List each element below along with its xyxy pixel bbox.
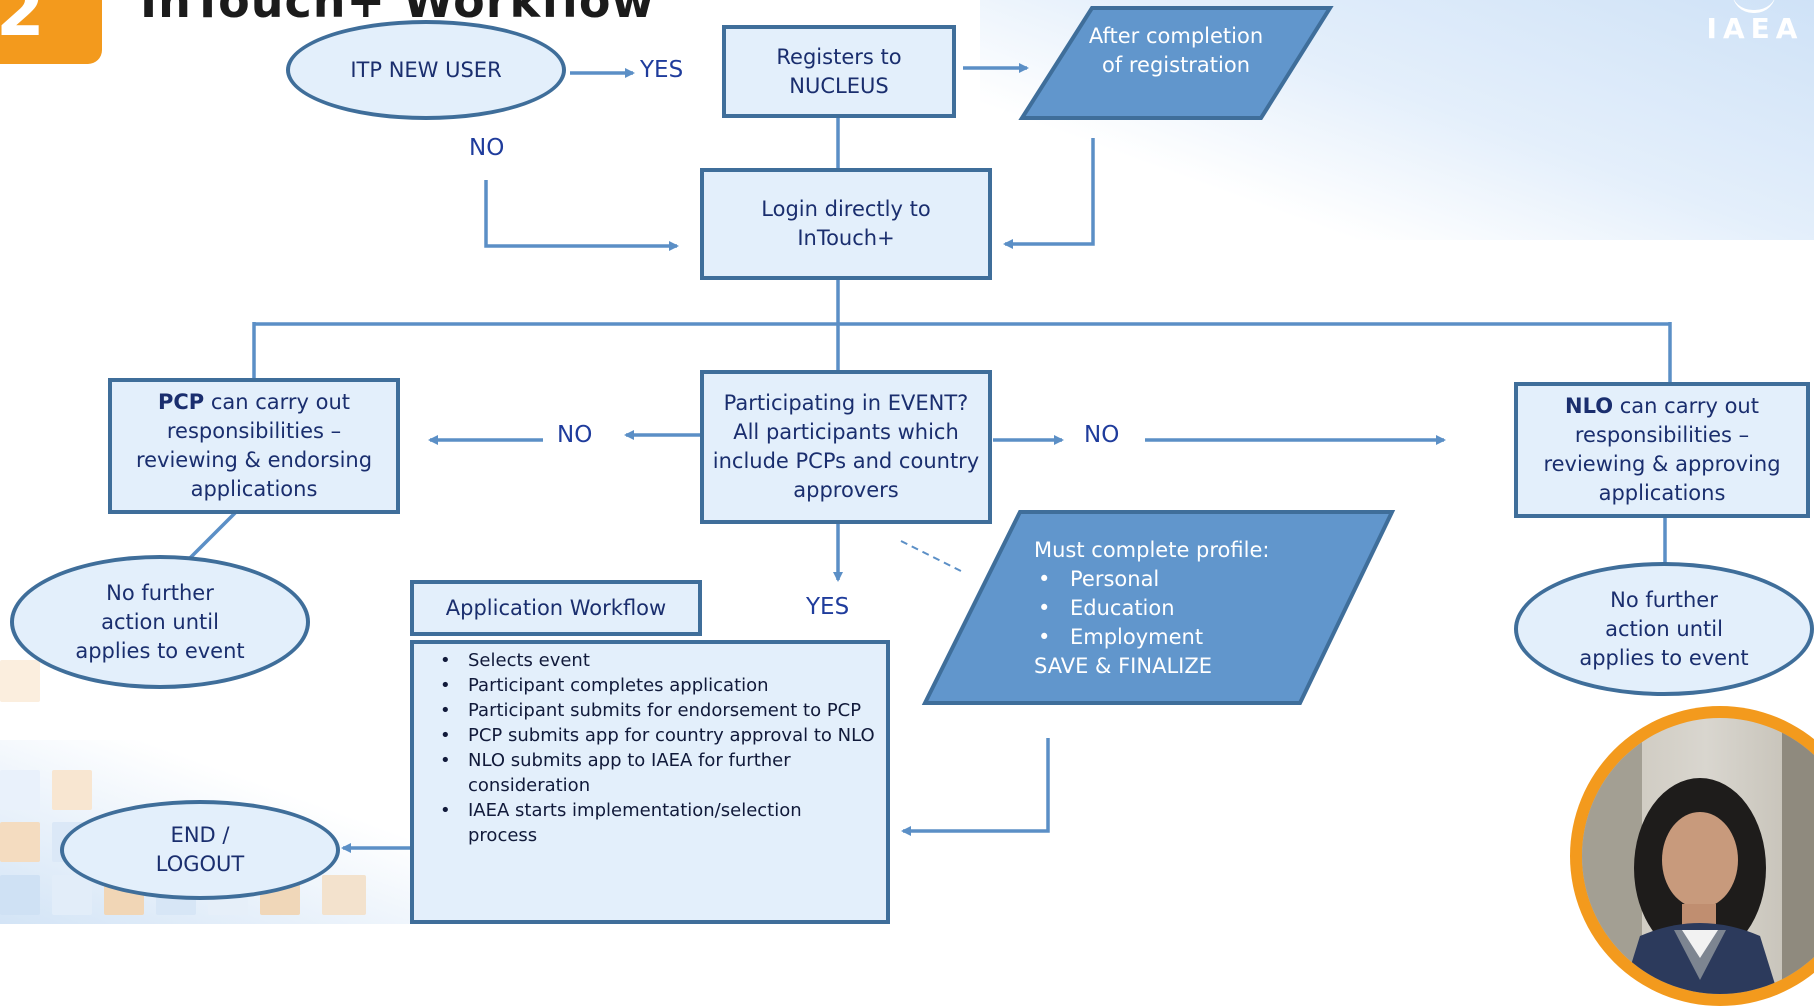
end-logout-label: END / LOGOUT [155, 823, 245, 876]
itp-new-user-node: ITP NEW USER [286, 20, 566, 120]
deco-tile [0, 770, 40, 810]
deco-tile [0, 822, 40, 862]
workflow-step-list: Selects event Participant completes appl… [428, 648, 876, 848]
section-number: 2 [0, 0, 45, 52]
profile-items: Personal Education Employment [1034, 565, 1314, 652]
line-dashed-profile [900, 540, 964, 573]
deco-tile [52, 875, 92, 915]
no-action-right-node: No further action until applies to event [1514, 562, 1814, 696]
no-label-left: NO [557, 422, 593, 448]
itp-new-user-label: ITP NEW USER [350, 57, 502, 82]
iaea-logo-icon [1732, 0, 1776, 13]
profile-text: Must complete profile: Personal Educatio… [1034, 536, 1314, 681]
no-action-left-label: No further action until applies to event [75, 580, 245, 663]
profile-item: Personal [1034, 565, 1314, 594]
nlo-description: NLO can carry out responsibilities – rev… [1532, 392, 1792, 508]
pcp-node: PCP can carry out responsibilities – rev… [108, 378, 400, 514]
profile-item: Education [1034, 594, 1314, 623]
pcp-text: can carry out responsibilities – reviewi… [135, 390, 373, 501]
presenter-silhouette-icon [1582, 718, 1814, 994]
deco-tile [52, 770, 92, 810]
workflow-title-node: Application Workflow [410, 580, 702, 636]
no-label-right: NO [1084, 422, 1120, 448]
participating-label: Participating in EVENT? All participants… [712, 391, 980, 502]
after-completion-shape [1018, 6, 1334, 120]
deco-tile [322, 875, 366, 915]
registers-label: Registers to NUCLEUS [776, 44, 902, 98]
login-node: Login directly to InTouch+ [700, 168, 992, 280]
login-label: Login directly to InTouch+ [761, 197, 931, 250]
deco-tile [0, 875, 40, 915]
after-completion-label: After completion of registration [1088, 24, 1264, 77]
arrow-no-to-login [484, 180, 679, 251]
no-action-left-node: No further action until applies to event [10, 555, 310, 689]
workflow-title-label: Application Workflow [445, 595, 667, 620]
profile-footer: SAVE & FINALIZE [1034, 654, 1212, 678]
arrow-after-to-login [1003, 138, 1095, 249]
workflow-steps: Selects event Participant completes appl… [410, 640, 890, 924]
no-label-top: NO [469, 135, 505, 161]
iaea-logo-text: IAEA [1706, 12, 1804, 45]
participating-node: Participating in EVENT? All participants… [700, 370, 992, 524]
deco-tile [0, 660, 40, 702]
section-number-badge: 2 [0, 0, 102, 64]
presenter-photo [1582, 718, 1814, 994]
line-pcp-to-noaction [188, 510, 238, 560]
pcp-bold-label: PCP [157, 390, 205, 414]
profile-title: Must complete profile: [1034, 538, 1270, 562]
registers-node: Registers to NUCLEUS [722, 25, 956, 118]
workflow-step: NLO submits app to IAEA for further cons… [428, 748, 876, 798]
end-logout-node: END / LOGOUT [60, 800, 340, 900]
nlo-bold-label: NLO [1565, 394, 1614, 418]
workflow-step: Participant submits for endorsement to P… [428, 698, 876, 723]
nlo-text: can carry out responsibilities – reviewi… [1543, 394, 1781, 505]
yes-label-bottom: YES [806, 594, 850, 620]
pcp-description: PCP can carry out responsibilities – rev… [124, 388, 384, 504]
arrow-profile-to-workflow [901, 738, 1050, 836]
workflow-step: IAEA starts implementation/selection pro… [428, 798, 876, 848]
nlo-node: NLO can carry out responsibilities – rev… [1514, 382, 1810, 518]
workflow-step: PCP submits app for country approval to … [428, 723, 876, 748]
no-action-right-label: No further action until applies to event [1579, 587, 1749, 670]
workflow-step: Selects event [428, 648, 876, 673]
profile-item: Employment [1034, 623, 1314, 652]
yes-label-top: YES [640, 57, 684, 83]
workflow-step: Participant completes application [428, 673, 876, 698]
